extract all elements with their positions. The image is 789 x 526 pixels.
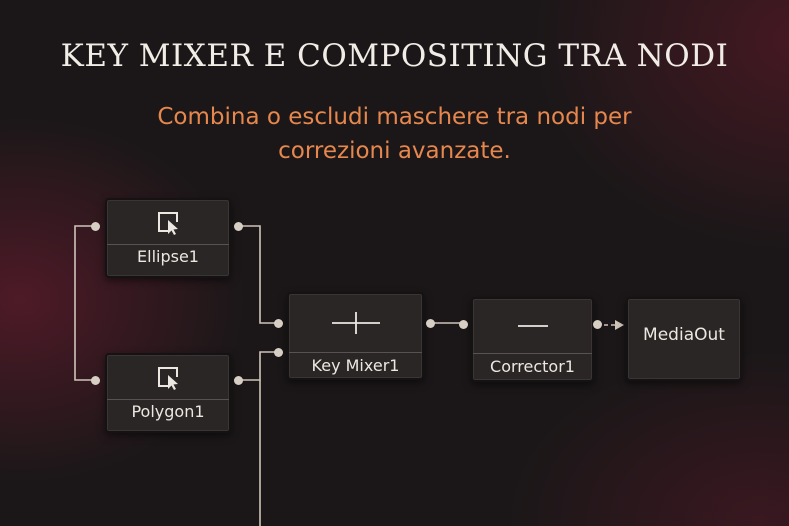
mask-select-icon xyxy=(107,355,229,399)
node-label: Polygon1 xyxy=(131,402,205,421)
wire-left-bracket xyxy=(74,225,95,381)
minus-icon xyxy=(473,299,592,353)
plus-icon xyxy=(289,294,422,352)
polygon-input-port[interactable] xyxy=(91,376,100,385)
ellipse-output-port[interactable] xyxy=(234,222,243,231)
page-title: KEY MIXER E COMPOSITING TRA NODI xyxy=(60,38,729,74)
node-corrector[interactable]: Corrector1 xyxy=(471,297,594,382)
keymixer-input-port-2[interactable] xyxy=(274,348,283,357)
node-label: Corrector1 xyxy=(490,357,575,376)
mask-select-icon xyxy=(107,200,229,244)
corrector-input-port[interactable] xyxy=(459,320,468,329)
node-media-out[interactable]: MediaOut xyxy=(626,297,742,381)
polygon-output-port[interactable] xyxy=(234,376,243,385)
node-key-mixer[interactable]: Key Mixer1 xyxy=(287,292,424,380)
node-label: MediaOut xyxy=(643,325,725,345)
page-subtitle: Combina o escludi maschere tra nodi per … xyxy=(157,104,632,164)
wire-ellipse-to-keymixer xyxy=(238,225,278,324)
corrector-output-port[interactable] xyxy=(593,320,602,329)
arrow-head xyxy=(615,320,624,330)
node-label: Ellipse1 xyxy=(137,247,199,266)
node-polygon[interactable]: Polygon1 xyxy=(105,353,231,433)
ellipse-input-port[interactable] xyxy=(91,222,100,231)
node-ellipse[interactable]: Ellipse1 xyxy=(105,198,231,278)
node-label: Key Mixer1 xyxy=(311,356,400,375)
keymixer-output-port[interactable] xyxy=(426,319,435,328)
wire-polygon-to-keymixer xyxy=(238,351,278,381)
keymixer-input-port-1[interactable] xyxy=(274,319,283,328)
